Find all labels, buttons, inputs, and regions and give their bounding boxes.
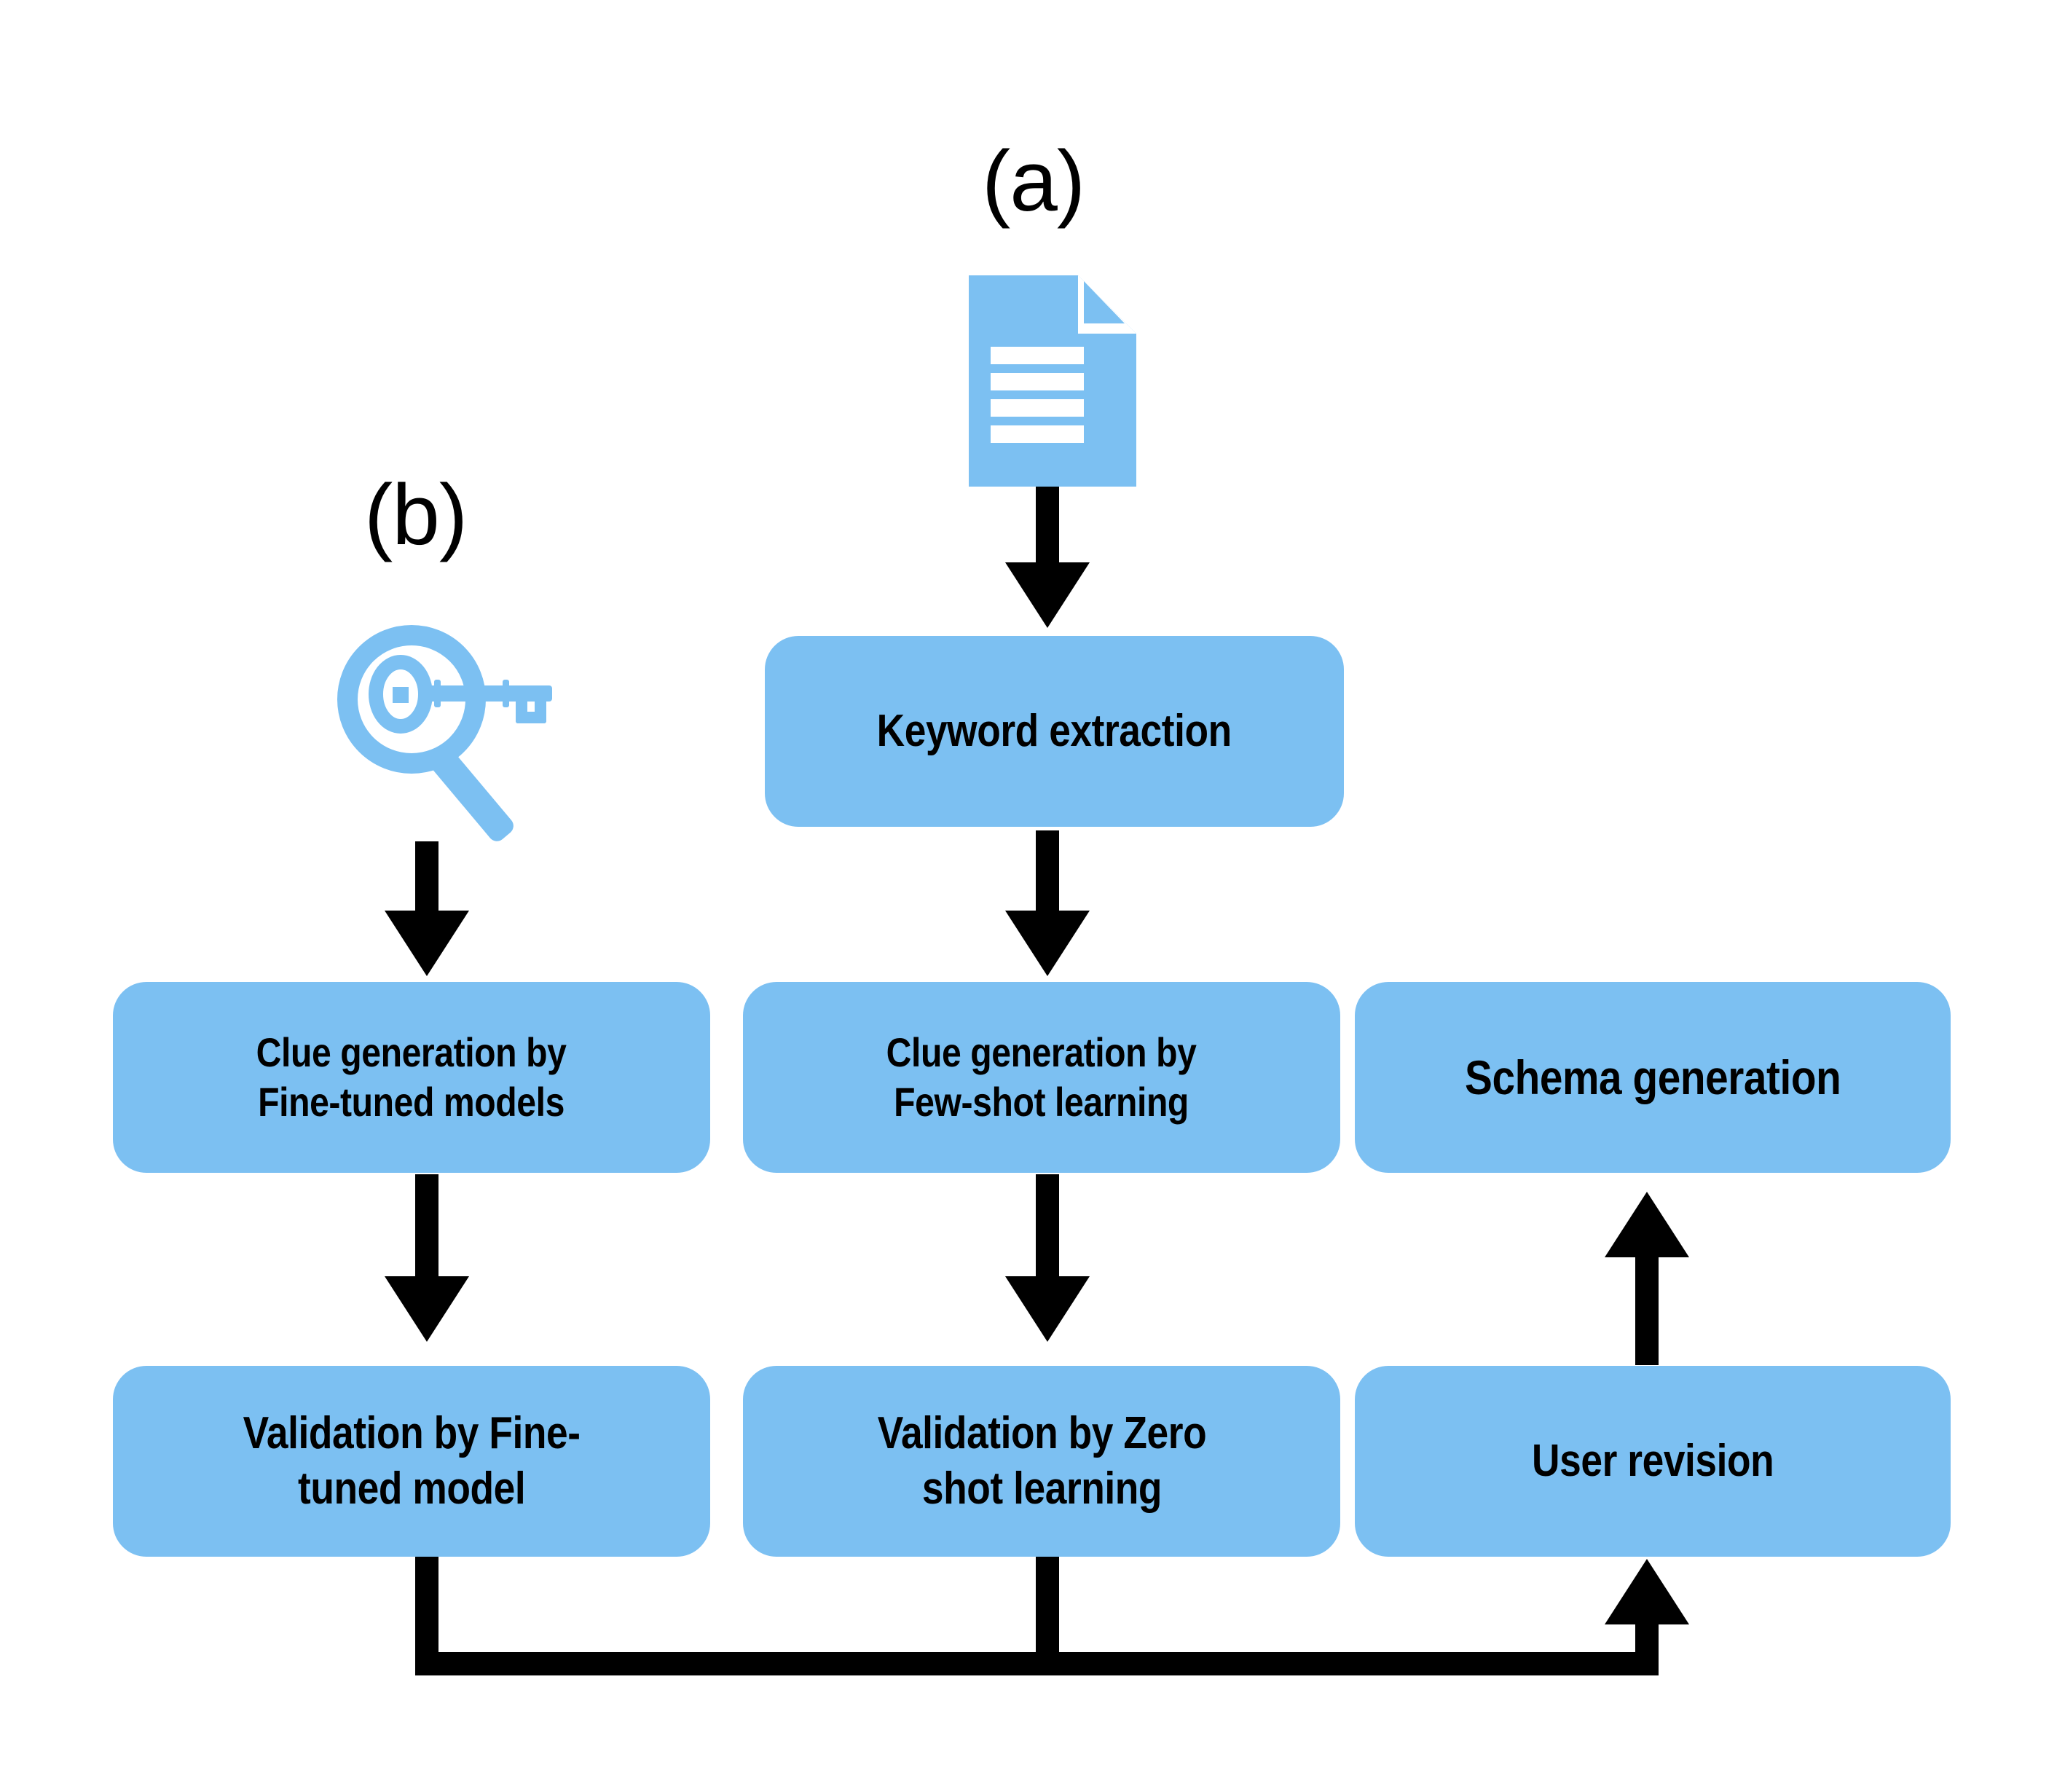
node-clue-generation-finetuned[interactable]: Clue generation by Fine-tuned models bbox=[113, 982, 710, 1173]
edge-feedback-to-userrevision bbox=[415, 1555, 1689, 1675]
edge-cluefinetuned-to-validationfinetuned bbox=[385, 1174, 469, 1342]
node-label: Keyword extraction bbox=[876, 706, 1232, 757]
node-label: Validation by Zero shot learning bbox=[877, 1408, 1206, 1514]
node-label: User revision bbox=[1531, 1436, 1774, 1487]
node-user-revision[interactable]: User revision bbox=[1355, 1366, 1951, 1557]
key-search-icon bbox=[328, 623, 575, 845]
edge-userrevision-to-schemageneration bbox=[1605, 1192, 1689, 1365]
node-label: Validation by Fine- tuned model bbox=[243, 1408, 581, 1514]
edge-document-to-keyword bbox=[1005, 482, 1090, 628]
node-schema-generation[interactable]: Schema generation bbox=[1355, 982, 1951, 1173]
node-clue-generation-fewshot[interactable]: Clue generation by Few-shot learning bbox=[743, 982, 1340, 1173]
node-validation-finetuned[interactable]: Validation by Fine- tuned model bbox=[113, 1366, 710, 1557]
document-icon bbox=[969, 275, 1136, 487]
node-label: Clue generation by Few-shot learning bbox=[886, 1029, 1197, 1125]
edge-keyword-to-clue-fewshot bbox=[1005, 830, 1090, 976]
node-keyword-extraction[interactable]: Keyword extraction bbox=[765, 636, 1344, 827]
node-validation-zeroshot[interactable]: Validation by Zero shot learning bbox=[743, 1366, 1340, 1557]
edge-cluefewshot-to-validationzeroshot bbox=[1005, 1174, 1090, 1342]
node-label: Clue generation by Fine-tuned models bbox=[256, 1029, 567, 1125]
edge-keyicon-to-clue-finetuned bbox=[385, 841, 469, 976]
node-label: Schema generation bbox=[1464, 1050, 1841, 1104]
panel-label-b: (b) bbox=[364, 467, 468, 563]
panel-label-a: (a) bbox=[982, 133, 1085, 229]
